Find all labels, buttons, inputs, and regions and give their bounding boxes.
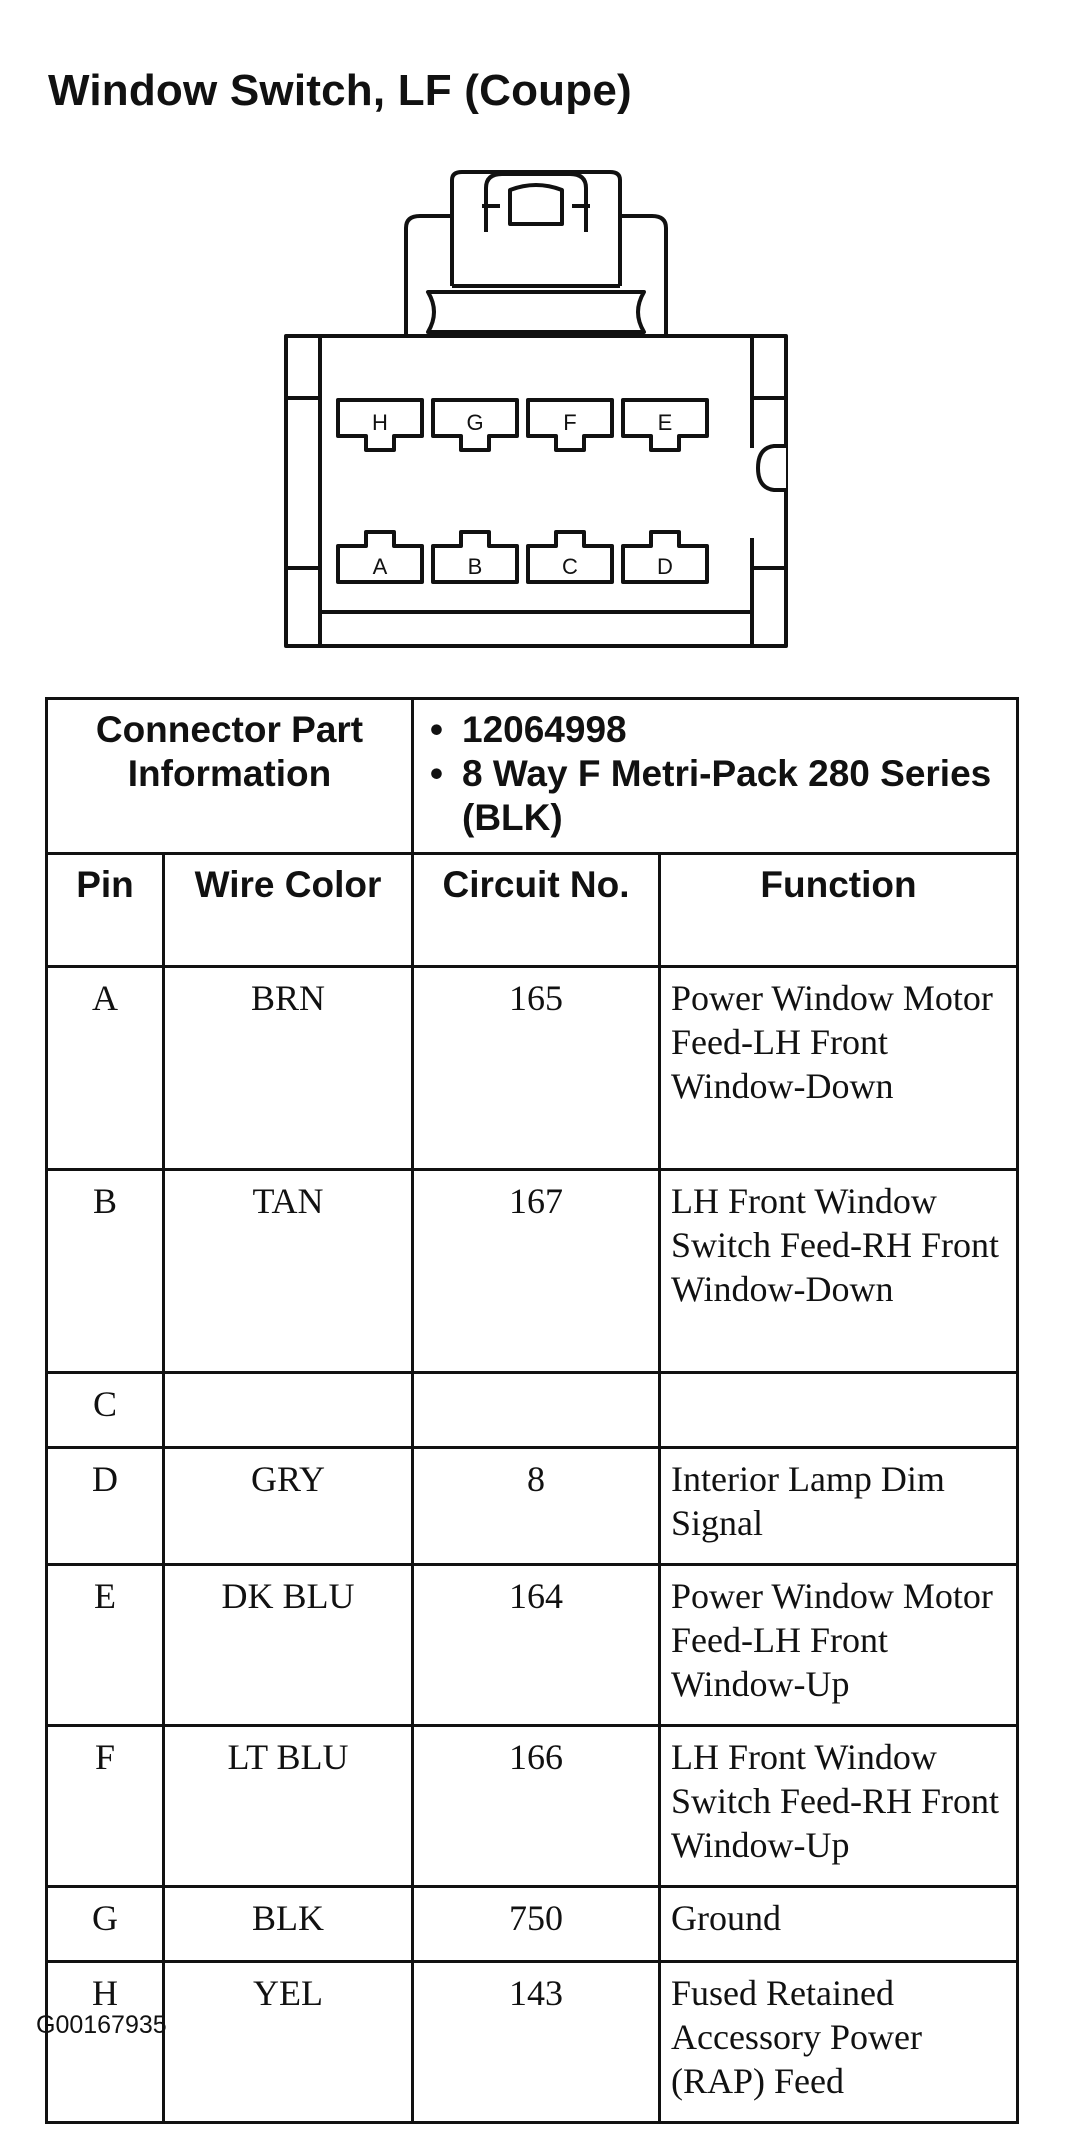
pin-label-b: B xyxy=(468,554,483,579)
wire-color-cell: DK BLU xyxy=(162,1563,414,1727)
pin-cell: D xyxy=(45,1446,165,1566)
column-header-wire-color: Wire Color xyxy=(162,852,414,968)
circuit-cell: 750 xyxy=(411,1885,661,1963)
pin-cell: G xyxy=(45,1885,165,1963)
column-header-circuit-no: Circuit No. xyxy=(411,852,661,968)
part-number: 12064998 xyxy=(430,708,1006,752)
table-row: C xyxy=(45,1371,1020,1449)
wire-color-cell: BRN xyxy=(162,965,414,1171)
pin-cavity-d xyxy=(621,530,709,584)
circuit-cell: 167 xyxy=(411,1168,661,1374)
function-cell: LH Front Window Switch Feed-RH Front Win… xyxy=(657,1168,1020,1374)
connector-face-diagram: H G F E A B C D xyxy=(284,170,788,648)
pinout-table: Connector Part Information 12064998 8 Wa… xyxy=(45,697,1020,2124)
pin-cavity-b xyxy=(431,530,519,584)
circuit-cell: 164 xyxy=(411,1563,661,1727)
wire-color-cell: TAN xyxy=(162,1168,414,1374)
pin-label-h: H xyxy=(372,410,388,435)
wire-color-cell: YEL xyxy=(162,1960,414,2124)
pin-cell: E xyxy=(45,1563,165,1727)
function-cell: Interior Lamp Dim Signal xyxy=(657,1446,1020,1566)
pin-cell: F xyxy=(45,1724,165,1888)
pin-cavity-h xyxy=(336,398,424,452)
pin-cell: H xyxy=(45,1960,165,2124)
pin-label-g: G xyxy=(466,410,483,435)
pin-label-c: C xyxy=(562,554,578,579)
column-header-row: Pin Wire Color Circuit No. Function xyxy=(45,852,1020,968)
pin-cell: B xyxy=(45,1168,165,1374)
connector-description: 8 Way F Metri-Pack 280 Series (BLK) xyxy=(430,752,1006,840)
wire-color-cell: BLK xyxy=(162,1885,414,1963)
function-cell: LH Front Window Switch Feed-RH Front Win… xyxy=(657,1724,1020,1888)
page-title: Window Switch, LF (Coupe) xyxy=(48,66,632,115)
circuit-cell: 8 xyxy=(411,1446,661,1566)
function-cell: Fused Retained Accessory Power (RAP) Fee… xyxy=(657,1960,1020,2124)
function-cell xyxy=(657,1371,1020,1449)
pin-label-f: F xyxy=(563,410,576,435)
pin-label-a: A xyxy=(373,554,388,579)
pin-cavity-e xyxy=(621,398,709,452)
circuit-cell xyxy=(411,1371,661,1449)
wire-color-cell xyxy=(162,1371,414,1449)
connector-info-row: Connector Part Information 12064998 8 Wa… xyxy=(45,697,1020,855)
pin-cavity-c xyxy=(526,530,614,584)
circuit-cell: 166 xyxy=(411,1724,661,1888)
figure-code: G00167935 xyxy=(36,2011,167,2039)
function-cell: Power Window Motor Feed-LH Front Window-… xyxy=(657,965,1020,1171)
connector-info-label: Connector Part Information xyxy=(45,697,414,855)
function-cell: Power Window Motor Feed-LH Front Window-… xyxy=(657,1563,1020,1727)
function-cell: Ground xyxy=(657,1885,1020,1963)
pin-label-d: D xyxy=(657,554,673,579)
pin-cell: A xyxy=(45,965,165,1171)
pin-cell: C xyxy=(45,1371,165,1449)
circuit-cell: 165 xyxy=(411,965,661,1171)
pin-cavity-f xyxy=(526,398,614,452)
column-header-pin: Pin xyxy=(45,852,165,968)
connector-info-values: 12064998 8 Way F Metri-Pack 280 Series (… xyxy=(410,697,1020,855)
pin-cavity-g xyxy=(431,398,519,452)
pin-label-e: E xyxy=(658,410,673,435)
wire-color-cell: GRY xyxy=(162,1446,414,1566)
circuit-cell: 143 xyxy=(411,1960,661,2124)
pin-cavity-a xyxy=(336,530,424,584)
column-header-function: Function xyxy=(657,852,1020,968)
wire-color-cell: LT BLU xyxy=(162,1724,414,1888)
